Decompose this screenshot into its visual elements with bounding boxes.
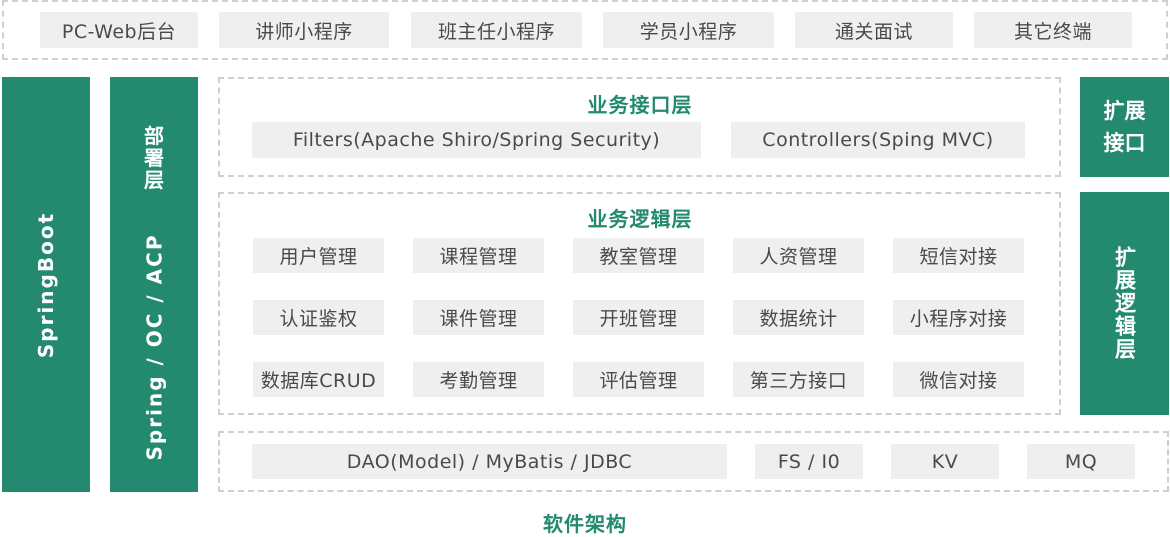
logic-item: 课件管理 bbox=[413, 300, 544, 335]
deploy-char-3: 层 bbox=[144, 168, 164, 192]
ext-logic-block: 扩展逻辑层 bbox=[1080, 192, 1169, 415]
logic-item: 开班管理 bbox=[573, 300, 704, 335]
filters-chip: Filters(Apache Shiro/Spring Security) bbox=[252, 122, 701, 158]
logic-item: 第三方接口 bbox=[733, 362, 864, 397]
deploy-layer-title: 部 署 层 bbox=[110, 125, 198, 191]
logic-item: 微信对接 bbox=[893, 362, 1024, 397]
terminal-headteacher-miniapp: 班主任小程序 bbox=[411, 12, 582, 48]
interface-layer-title: 业务接口层 bbox=[587, 93, 693, 117]
logic-item: 人资管理 bbox=[733, 238, 864, 273]
logic-item: 数据库CRUD bbox=[253, 362, 384, 397]
logic-item: 数据统计 bbox=[733, 300, 864, 335]
terminals-row bbox=[2, 0, 1168, 60]
terminal-lecturer-miniapp: 讲师小程序 bbox=[219, 12, 389, 48]
logic-item: 考勤管理 bbox=[413, 362, 544, 397]
terminal-other: 其它终端 bbox=[974, 12, 1132, 48]
logic-item: 用户管理 bbox=[253, 238, 384, 273]
controllers-chip: Controllers(Sping MVC) bbox=[731, 122, 1025, 158]
deploy-char-2: 署 bbox=[144, 146, 164, 170]
mq-chip: MQ bbox=[1027, 444, 1135, 479]
logic-item: 认证鉴权 bbox=[253, 300, 384, 335]
ext-interface-line-2: 接口 bbox=[1103, 131, 1146, 155]
logic-item: 课程管理 bbox=[413, 238, 544, 273]
ext-logic-label: 扩展逻辑层 bbox=[1112, 246, 1137, 361]
springboot-label: SpringBoot bbox=[34, 211, 58, 358]
logic-layer-box bbox=[218, 192, 1061, 415]
logic-item: 教室管理 bbox=[573, 238, 704, 273]
logic-item: 小程序对接 bbox=[893, 300, 1024, 335]
deploy-char-1: 部 bbox=[144, 124, 164, 148]
dao-chip: DAO(Model) / MyBatis / JDBC bbox=[252, 444, 727, 479]
springboot-column: SpringBoot bbox=[2, 77, 90, 492]
diagram-caption: 软件架构 bbox=[543, 512, 627, 536]
fs-io-chip: FS / I0 bbox=[755, 444, 863, 479]
logic-item: 短信对接 bbox=[893, 238, 1024, 273]
deploy-stack-wrap: Spring / OC / ACP bbox=[110, 202, 198, 492]
deploy-layer-column: 部 署 层 Spring / OC / ACP bbox=[110, 77, 198, 492]
logic-item: 评估管理 bbox=[573, 362, 704, 397]
ext-interface-line-1: 扩展 bbox=[1103, 99, 1146, 123]
terminal-pc-web: PC-Web后台 bbox=[40, 12, 198, 48]
ext-interface-label: 扩展 接口 bbox=[1104, 95, 1146, 159]
ext-interface-block: 扩展 接口 bbox=[1080, 77, 1169, 177]
terminal-interview: 通关面试 bbox=[795, 12, 953, 48]
logic-layer-title: 业务逻辑层 bbox=[587, 207, 693, 231]
terminal-student-miniapp: 学员小程序 bbox=[603, 12, 774, 48]
data-layer-box bbox=[218, 431, 1169, 492]
kv-chip: KV bbox=[891, 444, 999, 479]
deploy-stack-label: Spring / OC / ACP bbox=[142, 233, 167, 461]
interface-layer-box bbox=[218, 77, 1061, 177]
